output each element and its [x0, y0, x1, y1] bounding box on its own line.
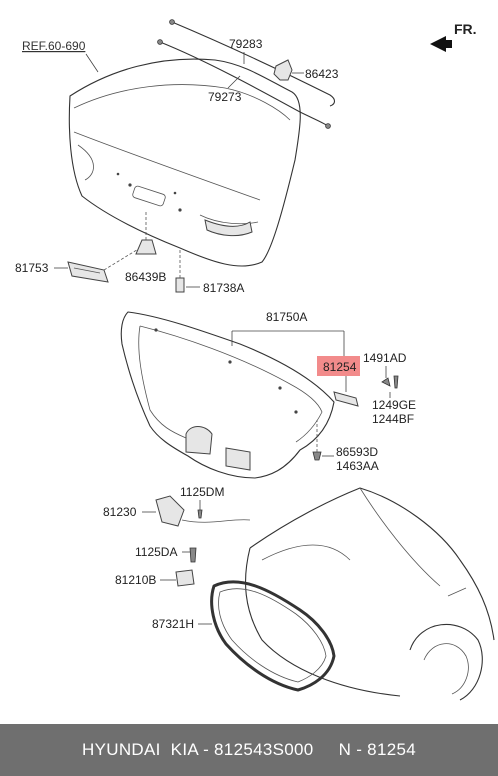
fastener-86593D — [312, 451, 322, 461]
label-86593D: 86593D — [336, 445, 378, 459]
parts-diagram: FR. REF.60-690 79283 79273 86423 817 — [15, 19, 495, 701]
front-direction-arrow-icon — [430, 36, 452, 52]
label-79283: 79283 — [229, 37, 263, 51]
lamp-81753 — [67, 261, 109, 283]
label-81210B: 81210B — [115, 573, 156, 587]
label-81738A: 81738A — [203, 281, 244, 295]
label-1491AD: 1491AD — [363, 351, 407, 365]
label-87321H: 87321H — [152, 617, 194, 631]
highlight-81254 — [317, 356, 360, 376]
label-81753: 81753 — [15, 261, 49, 275]
trunk-lid-cables — [157, 19, 336, 129]
latch-81230 — [155, 495, 251, 527]
label-81750A: 81750A — [266, 310, 307, 324]
label-1463AA: 1463AA — [336, 459, 379, 473]
emblem-86439B — [135, 239, 157, 255]
label-86423: 86423 — [305, 67, 339, 81]
label-1125DM: 1125DM — [180, 485, 224, 499]
label-1249GE: 1249GE — [372, 398, 416, 412]
label-1125DA: 1125DA — [135, 545, 177, 559]
part-81254-bracket — [333, 391, 359, 407]
part-number-footer: HYUNDAI KIA - 812543S000 N - 81254 — [0, 724, 498, 776]
trunk-lid-trim-81750A — [120, 311, 335, 479]
label-81230: 81230 — [103, 505, 137, 519]
weatherstrip-87321H — [210, 580, 336, 692]
bumper-stop-81738A — [175, 277, 185, 293]
label-81254: 81254 — [323, 360, 357, 374]
label-79273: 79273 — [208, 90, 242, 104]
trunk-lid-outer — [68, 58, 301, 267]
vehicle-rear-body — [245, 487, 495, 701]
fr-label: FR. — [454, 21, 477, 37]
clip-86423 — [273, 59, 293, 81]
label-1244BF: 1244BF — [372, 412, 414, 426]
striker-81210B — [175, 569, 195, 587]
label-86439B: 86439B — [125, 270, 166, 284]
ref-label: REF.60-690 — [22, 39, 86, 53]
screw-1249GE — [393, 375, 399, 389]
clip-1491AD — [381, 377, 391, 387]
